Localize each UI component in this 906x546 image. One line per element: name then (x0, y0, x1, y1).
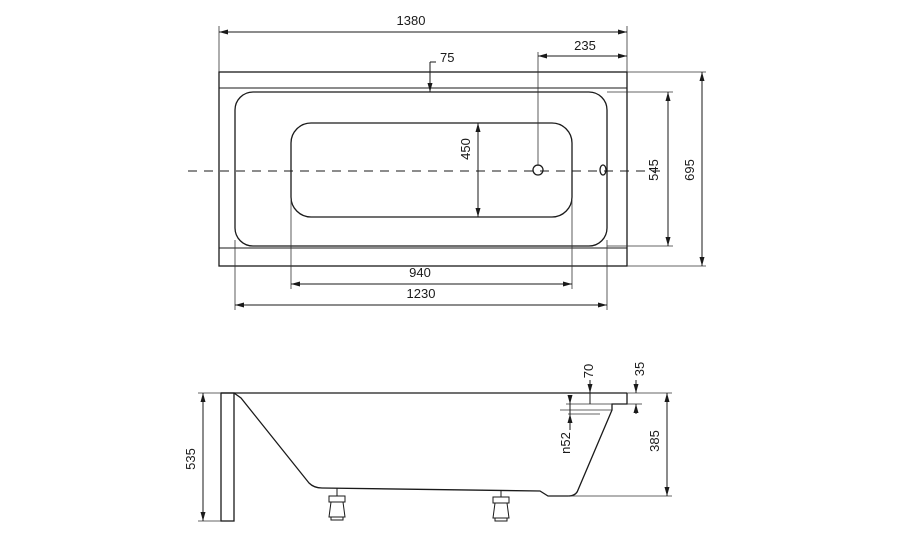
tub-profile (233, 392, 628, 497)
dim-940-arrow-right (563, 281, 572, 287)
dim-235-arrow-right (618, 53, 627, 59)
dim-940-arrow-left (291, 281, 300, 287)
dim-545-label: 545 (646, 159, 661, 181)
dim-1380-arrow-left (219, 29, 228, 35)
dim-n52-arrow-top (567, 395, 573, 404)
end-panel (220, 392, 235, 522)
dim-695-arrow-top (699, 72, 705, 81)
dim-385-arrow-top (664, 393, 670, 402)
dim-940-label: 940 (409, 265, 431, 280)
dim-75-arrow (427, 83, 433, 92)
dim-545-arrow-top (665, 92, 671, 101)
dim-450-arrow-top (475, 123, 481, 132)
dim-35-arrow-top (633, 384, 639, 393)
dim-385-arrow-bottom (664, 487, 670, 496)
dim-1380-label: 1380 (397, 13, 426, 28)
dim-70-arrow (587, 384, 593, 393)
dim-535-arrow-top (200, 393, 206, 402)
dim-450-arrow-bottom (475, 208, 481, 217)
drain-hole (532, 164, 544, 176)
dim-35-arrow-bottom (633, 404, 639, 413)
dim-75-label: 75 (440, 50, 454, 65)
leg-left (328, 488, 346, 521)
dim-n52-label: n52 (558, 432, 573, 454)
dim-545-arrow-bottom (665, 237, 671, 246)
dim-235-label: 235 (574, 38, 596, 53)
dim-35-label: 35 (632, 362, 647, 376)
leg-right (492, 491, 510, 522)
dim-1230-label: 1230 (407, 286, 436, 301)
dim-1230-arrow-left (235, 302, 244, 308)
dim-1380-arrow-right (618, 29, 627, 35)
tub-outer-rim (218, 71, 628, 267)
dim-1230-arrow-right (598, 302, 607, 308)
dim-450-label: 450 (458, 138, 473, 160)
top-view: 1380 75 235 450 545 695 (188, 13, 706, 310)
dim-70-label: 70 (581, 364, 596, 378)
dim-695-label: 695 (682, 159, 697, 181)
dim-385-label: 385 (647, 430, 662, 452)
overflow-hole (599, 164, 607, 176)
side-view: 535 70 35 n52 385 (183, 362, 672, 522)
dim-235-arrow-left (538, 53, 547, 59)
dim-535-label: 535 (183, 448, 198, 470)
tub-inner-basin (234, 91, 608, 247)
dim-695-arrow-bottom (699, 257, 705, 266)
dim-n52-arrow-bottom (567, 414, 573, 423)
dim-535-arrow-bottom (200, 512, 206, 521)
tub-flat-bottom (290, 122, 573, 218)
